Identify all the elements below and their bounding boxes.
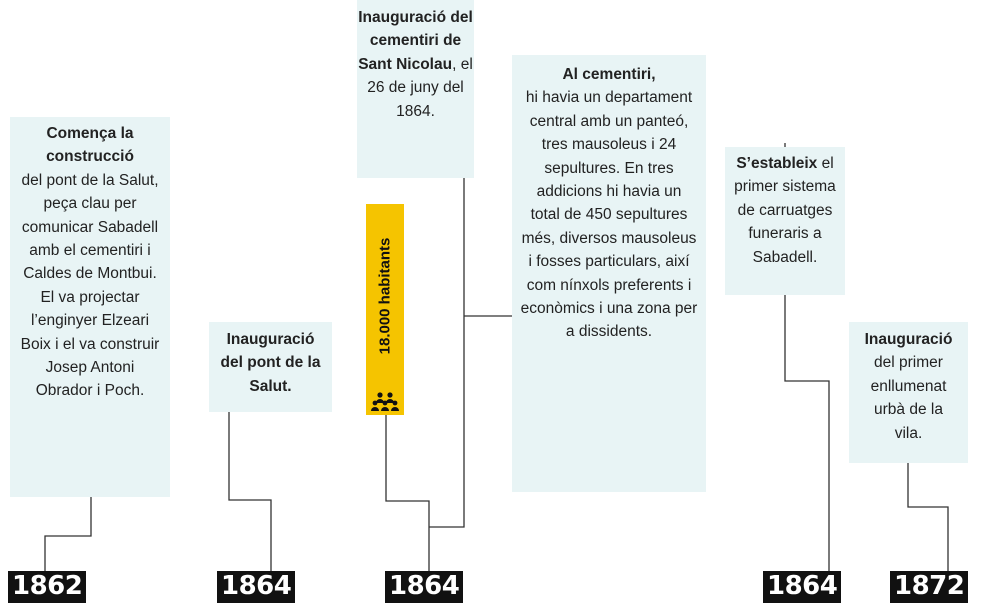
event-box-cementiri-descripcio: Al cementiri, hi havia un departament ce… xyxy=(512,55,706,492)
event-lead: Inauguració del pont de la Salut. xyxy=(220,331,321,395)
year-label-1864-pont: 1864 xyxy=(217,571,296,603)
event-lead: Inauguració xyxy=(864,331,953,348)
event-text: del primer enllumenat urbà de la vila. xyxy=(870,354,947,442)
event-text: el primer sistema de carruatges funerari… xyxy=(734,155,836,266)
event-text: hi havia un departament central amb un p… xyxy=(520,89,698,341)
event-box-pont-inauguracio: Inauguració del pont de la Salut. xyxy=(209,322,332,412)
event-lead: Comença la construcció xyxy=(46,125,134,166)
year-label-1864-carruatges: 1864 xyxy=(763,571,842,603)
people-icon xyxy=(371,392,399,411)
year-label-1864-cementiri: 1864 xyxy=(385,571,464,603)
event-box-pont-construccio: Comença la construcció del pont de la Sa… xyxy=(10,117,170,497)
event-box-cementiri-inauguracio: Inauguració del cementiri de Sant Nicola… xyxy=(357,0,474,178)
year-label-1862: 1862 xyxy=(8,571,87,603)
event-text: , el 26 de juny del 1864. xyxy=(367,55,473,120)
population-label: 18.000 habitants xyxy=(376,237,394,355)
year-label-1872: 1872 xyxy=(890,571,969,603)
event-lead: Al cementiri, xyxy=(562,66,656,83)
event-box-enllumenat: Inauguració del primer enllumenat urbà d… xyxy=(849,322,968,463)
population-bar: 18.000 habitants xyxy=(366,204,404,415)
event-lead: S’estableix xyxy=(736,155,818,172)
event-box-carruatges: S’estableix el primer sistema de carruat… xyxy=(725,147,845,295)
event-lead: Inauguració del cementiri de Sant Nicola… xyxy=(358,9,473,73)
event-text: del pont de la Salut, peça clau per comu… xyxy=(20,171,160,400)
